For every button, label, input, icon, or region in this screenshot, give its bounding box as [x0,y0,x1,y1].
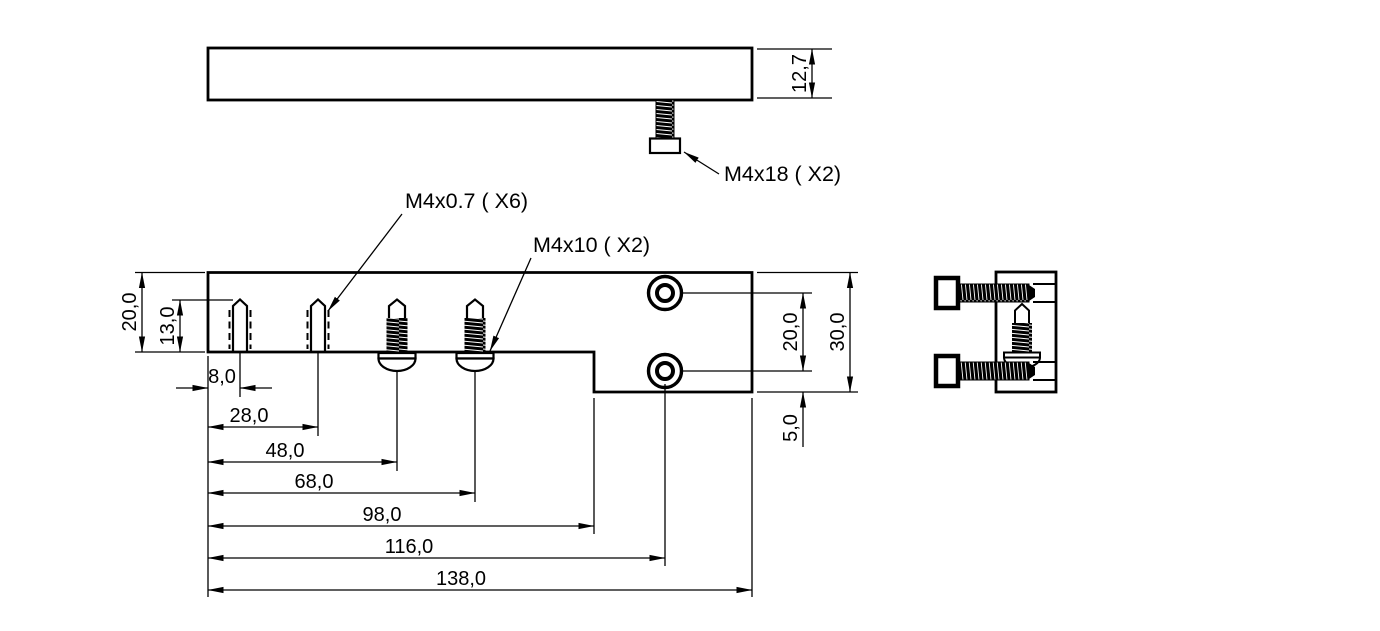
button-head [377,357,417,373]
screw-shaft [957,361,1030,381]
screw-tip [1014,302,1030,323]
through-hole-bottom [646,352,684,390]
dim-bottom-48: 48,0 [207,440,398,466]
hole-circle [655,361,675,381]
m4x10-screw-2 [455,298,495,373]
dim-left-section-height: 20,0 [119,272,146,353]
dim-bottom-8: 8,0 [176,366,272,392]
dim-thread-depth: 13,0 [157,299,184,353]
screw-thread [464,318,486,356]
screw-tip [1029,363,1035,379]
dim-8-text: 8,0 [208,366,236,388]
dim-hole-spacing: 20,0 [780,292,807,372]
screw-head [933,353,961,389]
hidden-hole-lines [1033,283,1055,381]
m4x18-screw-bottom [933,353,1035,389]
hole-circle [655,283,675,303]
dim-hole-spacing-text: 20,0 [780,313,802,352]
screw-shaft [655,99,675,140]
m4x10-screw-1 [377,298,417,373]
dim-bottom-98: 98,0 [207,504,595,530]
screw-head [933,275,961,311]
threaded-hole-2 [306,297,330,352]
dim-hole-offset-text: 5,0 [780,414,802,442]
dim-138-text: 138,0 [436,568,486,590]
hole-minor-outline [309,297,327,352]
dim-28-text: 28,0 [230,405,269,427]
m4x18-screw-top [933,275,1035,311]
screw-tip [465,298,485,319]
label-m4x18-text: M4x18 ( X2) [724,162,841,186]
end-view [933,270,1058,394]
dim-hole-edge-offset: 5,0 [780,391,807,447]
dim-bottom-28: 28,0 [207,405,319,431]
dim-48-text: 48,0 [266,440,305,462]
screw-head [648,137,682,155]
dim-98-text: 98,0 [363,504,402,526]
dim-bottom-138: 138,0 [207,568,753,594]
m4x18-screw-side [648,99,682,155]
through-hole-top [646,274,684,312]
leader-line [489,257,532,352]
dim-left-height-text: 20,0 [119,293,141,332]
screw-tip [387,298,407,319]
threaded-hole-1 [228,297,252,352]
plate-side-profile [206,46,754,102]
dim-thread-depth-text: 13,0 [157,307,179,346]
label-m4x10-text: M4x10 ( X2) [533,233,650,257]
label-m4x10: M4x10 ( X2) [489,233,650,352]
dim-plate-thickness-text: 12,7 [789,54,811,93]
leader-line [683,151,720,175]
dim-116-text: 116,0 [385,536,434,558]
front-view: 20,0 13,0 8,0 28,0 48,0 68,0 98,0 [119,189,858,597]
label-m4x18: M4x18 ( X2) [683,151,841,186]
screw-thread [1012,323,1032,353]
hole-minor-outline [231,297,249,352]
label-m4x07-text: M4x0.7 ( X6) [405,189,528,213]
dim-right-section-height: 30,0 [827,272,854,393]
dim-bottom-68: 68,0 [207,471,476,497]
label-m4x07: M4x0.7 ( X6) [327,189,528,312]
side-view: 12,7 M4x18 ( X2) [206,46,841,186]
button-head [455,357,495,373]
dim-right-height-text: 30,0 [827,313,849,352]
dim-68-text: 68,0 [295,471,334,493]
dim-bottom-116: 116,0 [207,536,666,562]
screw-tip [1029,285,1035,301]
dim-plate-thickness: 12,7 [757,48,832,99]
screw-thread [386,318,408,356]
leader-line [327,213,403,312]
screw-shaft [957,283,1030,303]
